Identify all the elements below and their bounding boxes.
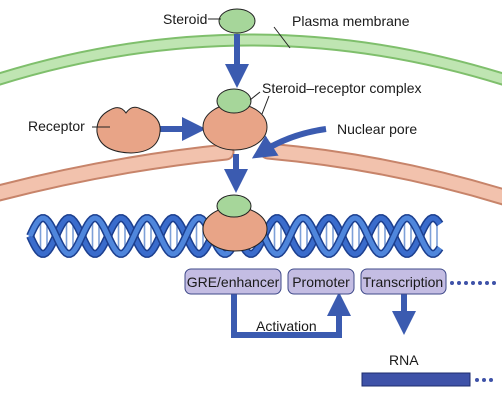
arrows: [160, 34, 416, 338]
dna-bound-complex-icon: [202, 194, 268, 252]
plasma-membrane-label: Plasma membrane: [292, 13, 410, 29]
activation-arrow: [231, 292, 351, 338]
gre-enhancer-box: GRE/enhancer: [184, 268, 282, 295]
steroid-receptor-complex-icon: [202, 88, 268, 151]
leader-lines: [92, 18, 291, 128]
plasma-membrane: [0, 33, 502, 86]
transcription-continuation-dots: [450, 281, 496, 285]
nuclear-envelope: [0, 142, 502, 206]
steroid-icon: [218, 8, 256, 34]
receptor-label: Receptor: [28, 118, 85, 134]
activation-label: Activation: [256, 318, 317, 334]
rna-label: RNA: [389, 352, 419, 368]
nuclear-pore-label: Nuclear pore: [337, 121, 417, 137]
steroid-receptor-complex-label: Steroid–receptor complex: [262, 80, 422, 96]
transcription-box: Transcription: [360, 268, 447, 295]
steroid-label: Steroid: [163, 11, 207, 27]
promoter-label: Promoter: [292, 274, 350, 290]
rna-continuation-dots: [475, 378, 493, 382]
receptor-icon: [96, 106, 161, 154]
nuclear-pore-arrow: [251, 126, 327, 159]
rna-bar: [361, 372, 471, 387]
gre-enhancer-label: GRE/enhancer: [187, 274, 280, 290]
promoter-box: Promoter: [287, 268, 355, 295]
transcription-label: Transcription: [363, 274, 443, 290]
